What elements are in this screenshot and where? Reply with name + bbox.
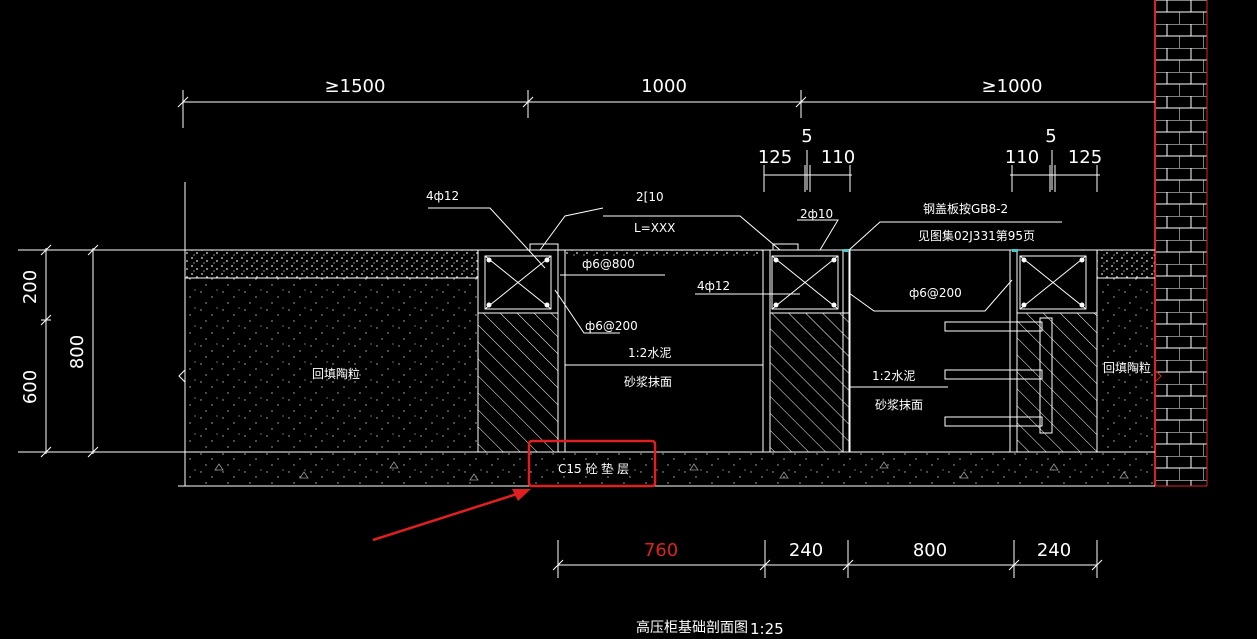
dim-bottom-240-a: 240 bbox=[789, 540, 823, 561]
label-phi6-200-right: ф6@200 bbox=[909, 286, 962, 300]
label-phi6-800: ф6@800 bbox=[582, 257, 635, 271]
dim-left-800: 800 bbox=[67, 335, 88, 369]
strip-foundation-left bbox=[477, 249, 566, 453]
dim-sub-110-left: 110 bbox=[821, 147, 855, 168]
dim-top-middle: 1000 bbox=[641, 76, 687, 97]
top-dimension-chain bbox=[177, 90, 1155, 128]
label-plate-line1: 钢盖板按GB8-2 bbox=[923, 202, 1008, 216]
strip-foundation-middle bbox=[762, 249, 851, 453]
label-4phi12-left: 4ф12 bbox=[426, 189, 459, 203]
fill-soil bbox=[185, 250, 1155, 452]
drawing-scale: 1:25 bbox=[750, 620, 784, 638]
brick-wall bbox=[1154, 0, 1208, 487]
leader-lines bbox=[428, 207, 1062, 334]
arrow-head-icon bbox=[512, 489, 531, 501]
dim-bottom-760: 760 bbox=[644, 540, 678, 561]
dim-sub-110-right: 110 bbox=[1005, 147, 1039, 168]
break-marks bbox=[178, 369, 1162, 383]
mortar-lines bbox=[565, 364, 948, 388]
label-length: L=XXX bbox=[634, 221, 675, 235]
dim-sub-125-left: 125 bbox=[758, 147, 792, 168]
dim-left-200: 200 bbox=[20, 270, 41, 304]
label-mortar-a2: 砂浆抹面 bbox=[624, 374, 672, 389]
sub-dimension-middle bbox=[763, 150, 852, 192]
label-plate-line2: 见图集02J331第95页 bbox=[918, 228, 1035, 243]
dim-bottom-240-b: 240 bbox=[1037, 540, 1071, 561]
dim-sub-5-right: 5 bbox=[1045, 126, 1056, 147]
dim-sub-125-right: 125 bbox=[1068, 147, 1102, 168]
dim-bottom-800: 800 bbox=[913, 540, 947, 561]
drawing-title: 高压柜基础剖面图 bbox=[636, 619, 748, 636]
label-4phi12-middle: 4ф12 bbox=[697, 279, 730, 293]
dim-top-left: ≥1500 bbox=[325, 76, 386, 97]
label-channel: 2[10 bbox=[636, 190, 664, 204]
highlight-annotation bbox=[372, 439, 657, 542]
cable-brackets bbox=[944, 321, 1043, 427]
label-mortar-b1: 1:2水泥 bbox=[872, 369, 915, 383]
dim-sub-5-left: 5 bbox=[801, 126, 812, 147]
label-mortar-b2: 砂浆抹面 bbox=[875, 397, 923, 412]
label-phi6-200-left: ф6@200 bbox=[585, 319, 638, 333]
label-fill-right: 回填陶粒 bbox=[1103, 360, 1151, 375]
label-mortar-a1: 1:2水泥 bbox=[628, 346, 671, 360]
strip-foundation-right bbox=[1009, 249, 1098, 453]
bottom-dimension-chain bbox=[552, 540, 1103, 578]
label-fill-left: 回填陶粒 bbox=[312, 366, 360, 381]
sub-dimension-right bbox=[1010, 150, 1100, 192]
label-2phi10: 2ф10 bbox=[800, 207, 833, 221]
concrete-cushion bbox=[18, 451, 1155, 487]
dim-top-right: ≥1000 bbox=[982, 76, 1043, 97]
label-c15-cushion: C15 砼 垫 层 bbox=[558, 461, 629, 476]
left-dimension-chain bbox=[40, 244, 99, 458]
dim-left-600: 600 bbox=[20, 370, 41, 404]
slab-lines bbox=[18, 182, 1155, 486]
